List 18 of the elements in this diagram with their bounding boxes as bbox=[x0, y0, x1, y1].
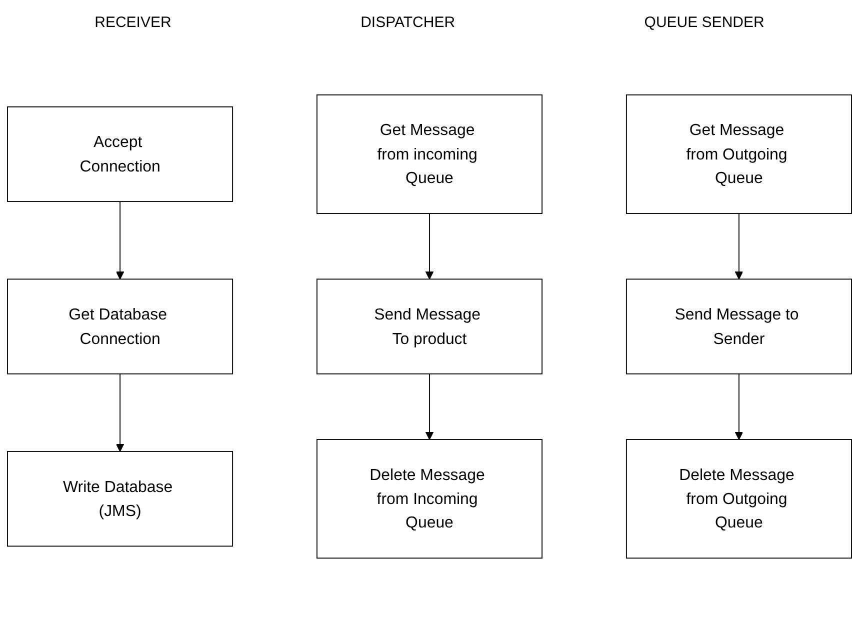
arrow bbox=[425, 213, 434, 280]
arrow bbox=[734, 373, 744, 440]
node-box: Send Message To product bbox=[316, 278, 542, 374]
column-heading: DISPATCHER bbox=[360, 14, 456, 30]
arrow bbox=[116, 373, 124, 452]
node-box: Delete Message from Outgoing Queue bbox=[626, 439, 852, 559]
node-box: Send Message to Sender bbox=[626, 278, 852, 374]
node-box: Write Database (JMS) bbox=[7, 450, 234, 547]
node-box: Get Message from Outgoing Queue bbox=[626, 94, 852, 214]
arrow bbox=[116, 201, 124, 280]
arrow bbox=[425, 373, 434, 440]
node-box: Get Database Connection bbox=[7, 278, 234, 374]
arrow bbox=[734, 213, 744, 280]
column-heading: QUEUE SENDER bbox=[644, 14, 764, 30]
node-box: Delete Message from Incoming Queue bbox=[316, 439, 542, 559]
column-heading: RECEIVER bbox=[94, 14, 172, 30]
node-box: Get Message from incoming Queue bbox=[316, 94, 542, 214]
node-box: Accept Connection bbox=[7, 106, 234, 202]
